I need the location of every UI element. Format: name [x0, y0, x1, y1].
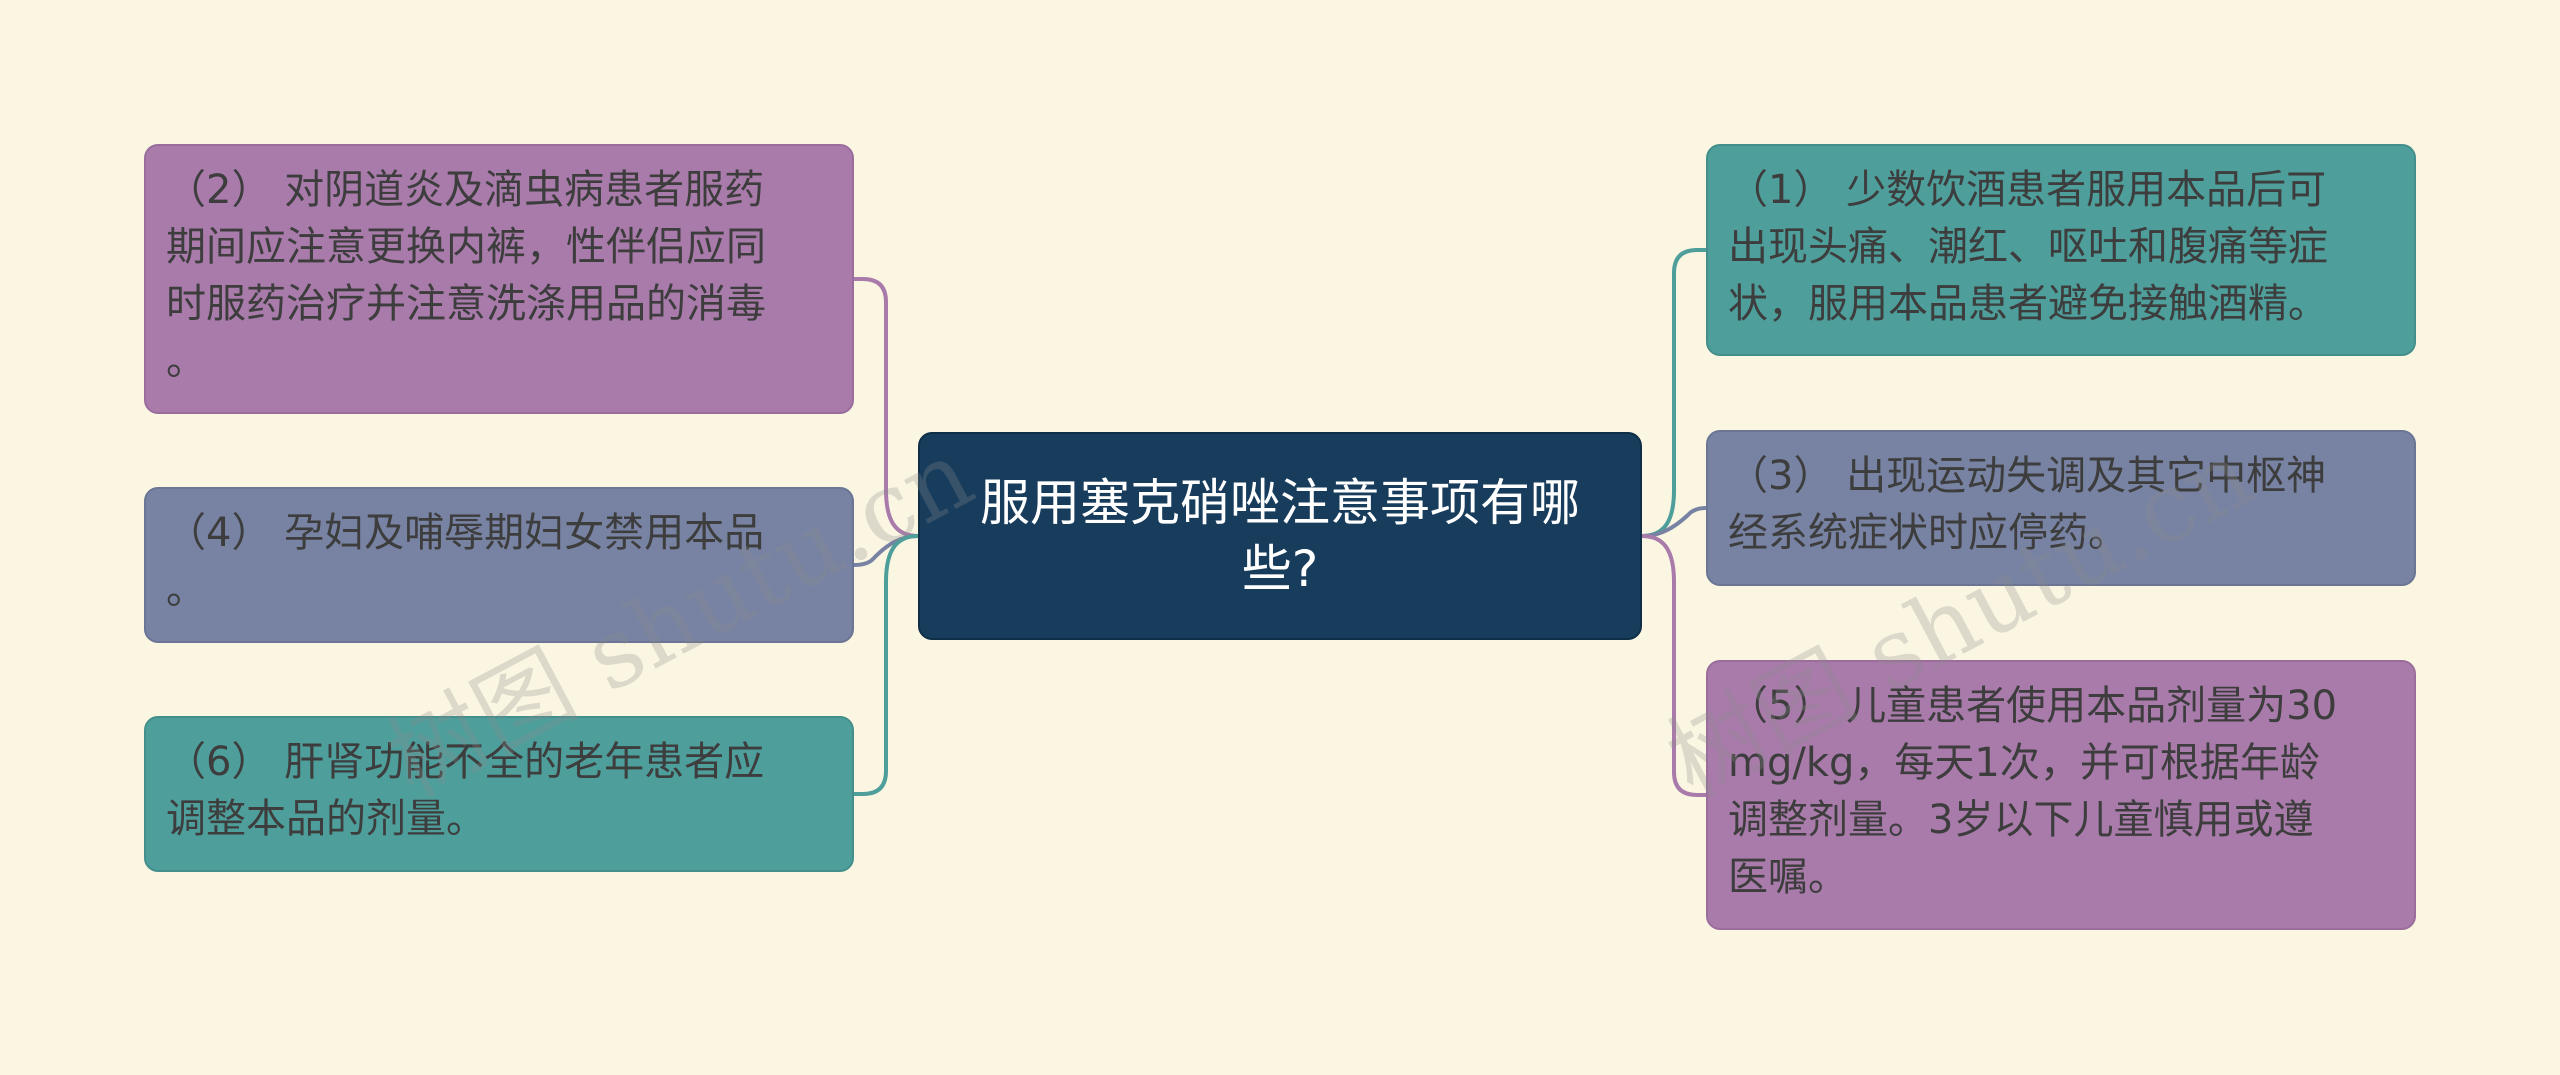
node-text-line: （5） 儿童患者使用本品剂量为30	[1728, 683, 2338, 729]
node-text-line: 调整本品的剂量。	[166, 796, 486, 842]
node-text-line: 期间应注意更换内裤，性伴侣应同	[166, 224, 766, 270]
connector-center-to-n5	[1641, 534, 1706, 797]
node-text-line: （3） 出现运动失调及其它中枢神	[1728, 453, 2327, 499]
connector-center-to-n2	[854, 277, 919, 538]
node-text-line: 。	[166, 567, 206, 613]
node-text-line: 医嘱。	[1728, 854, 1848, 900]
connector-center-to-n3	[1641, 506, 1707, 538]
node-text-line: （4） 孕妇及哺辱期妇女禁用本品	[166, 510, 765, 556]
connector-center-to-n1	[1641, 248, 1706, 538]
node-text-line: 时服药治疗并注意洗涤用品的消毒	[166, 281, 766, 327]
node-text-line: （1） 少数饮酒患者服用本品后可	[1728, 167, 2327, 213]
topic-node-1[interactable]: （1） 少数饮酒患者服用本品后可 出现头痛、潮红、呕吐和腹痛等症 状，服用本品患…	[1706, 144, 2416, 356]
node-text-line: 出现头痛、潮红、呕吐和腹痛等症	[1728, 224, 2328, 270]
central-topic[interactable]: 服用塞克硝唑注意事项有哪些?	[918, 432, 1642, 640]
central-topic-title: 服用塞克硝唑注意事项有哪些?	[980, 474, 1580, 598]
topic-node-5[interactable]: （5） 儿童患者使用本品剂量为30 mg/kg，每天1次，并可根据年龄 调整剂量…	[1706, 660, 2416, 930]
node-text-line: （6） 肝肾功能不全的老年患者应	[166, 739, 765, 785]
node-text-line: 。	[166, 338, 206, 384]
node-text-line: （2） 对阴道炎及滴虫病患者服药	[166, 167, 765, 213]
connector-center-to-n4	[853, 534, 919, 567]
node-text-line: 经系统症状时应停药。	[1728, 510, 2128, 556]
node-text-line: 调整剂量。3岁以下儿童慎用或遵	[1728, 797, 2314, 843]
topic-node-6[interactable]: （6） 肝肾功能不全的老年患者应 调整本品的剂量。	[144, 716, 854, 872]
connector-center-to-n6	[854, 534, 919, 796]
topic-node-4[interactable]: （4） 孕妇及哺辱期妇女禁用本品 。	[144, 487, 854, 643]
node-text-line: mg/kg，每天1次，并可根据年龄	[1728, 740, 2320, 786]
node-text-line: 状，服用本品患者避免接触酒精。	[1728, 281, 2328, 327]
topic-node-2[interactable]: （2） 对阴道炎及滴虫病患者服药 期间应注意更换内裤，性伴侣应同 时服药治疗并注…	[144, 144, 854, 414]
topic-node-3[interactable]: （3） 出现运动失调及其它中枢神 经系统症状时应停药。	[1706, 430, 2416, 586]
